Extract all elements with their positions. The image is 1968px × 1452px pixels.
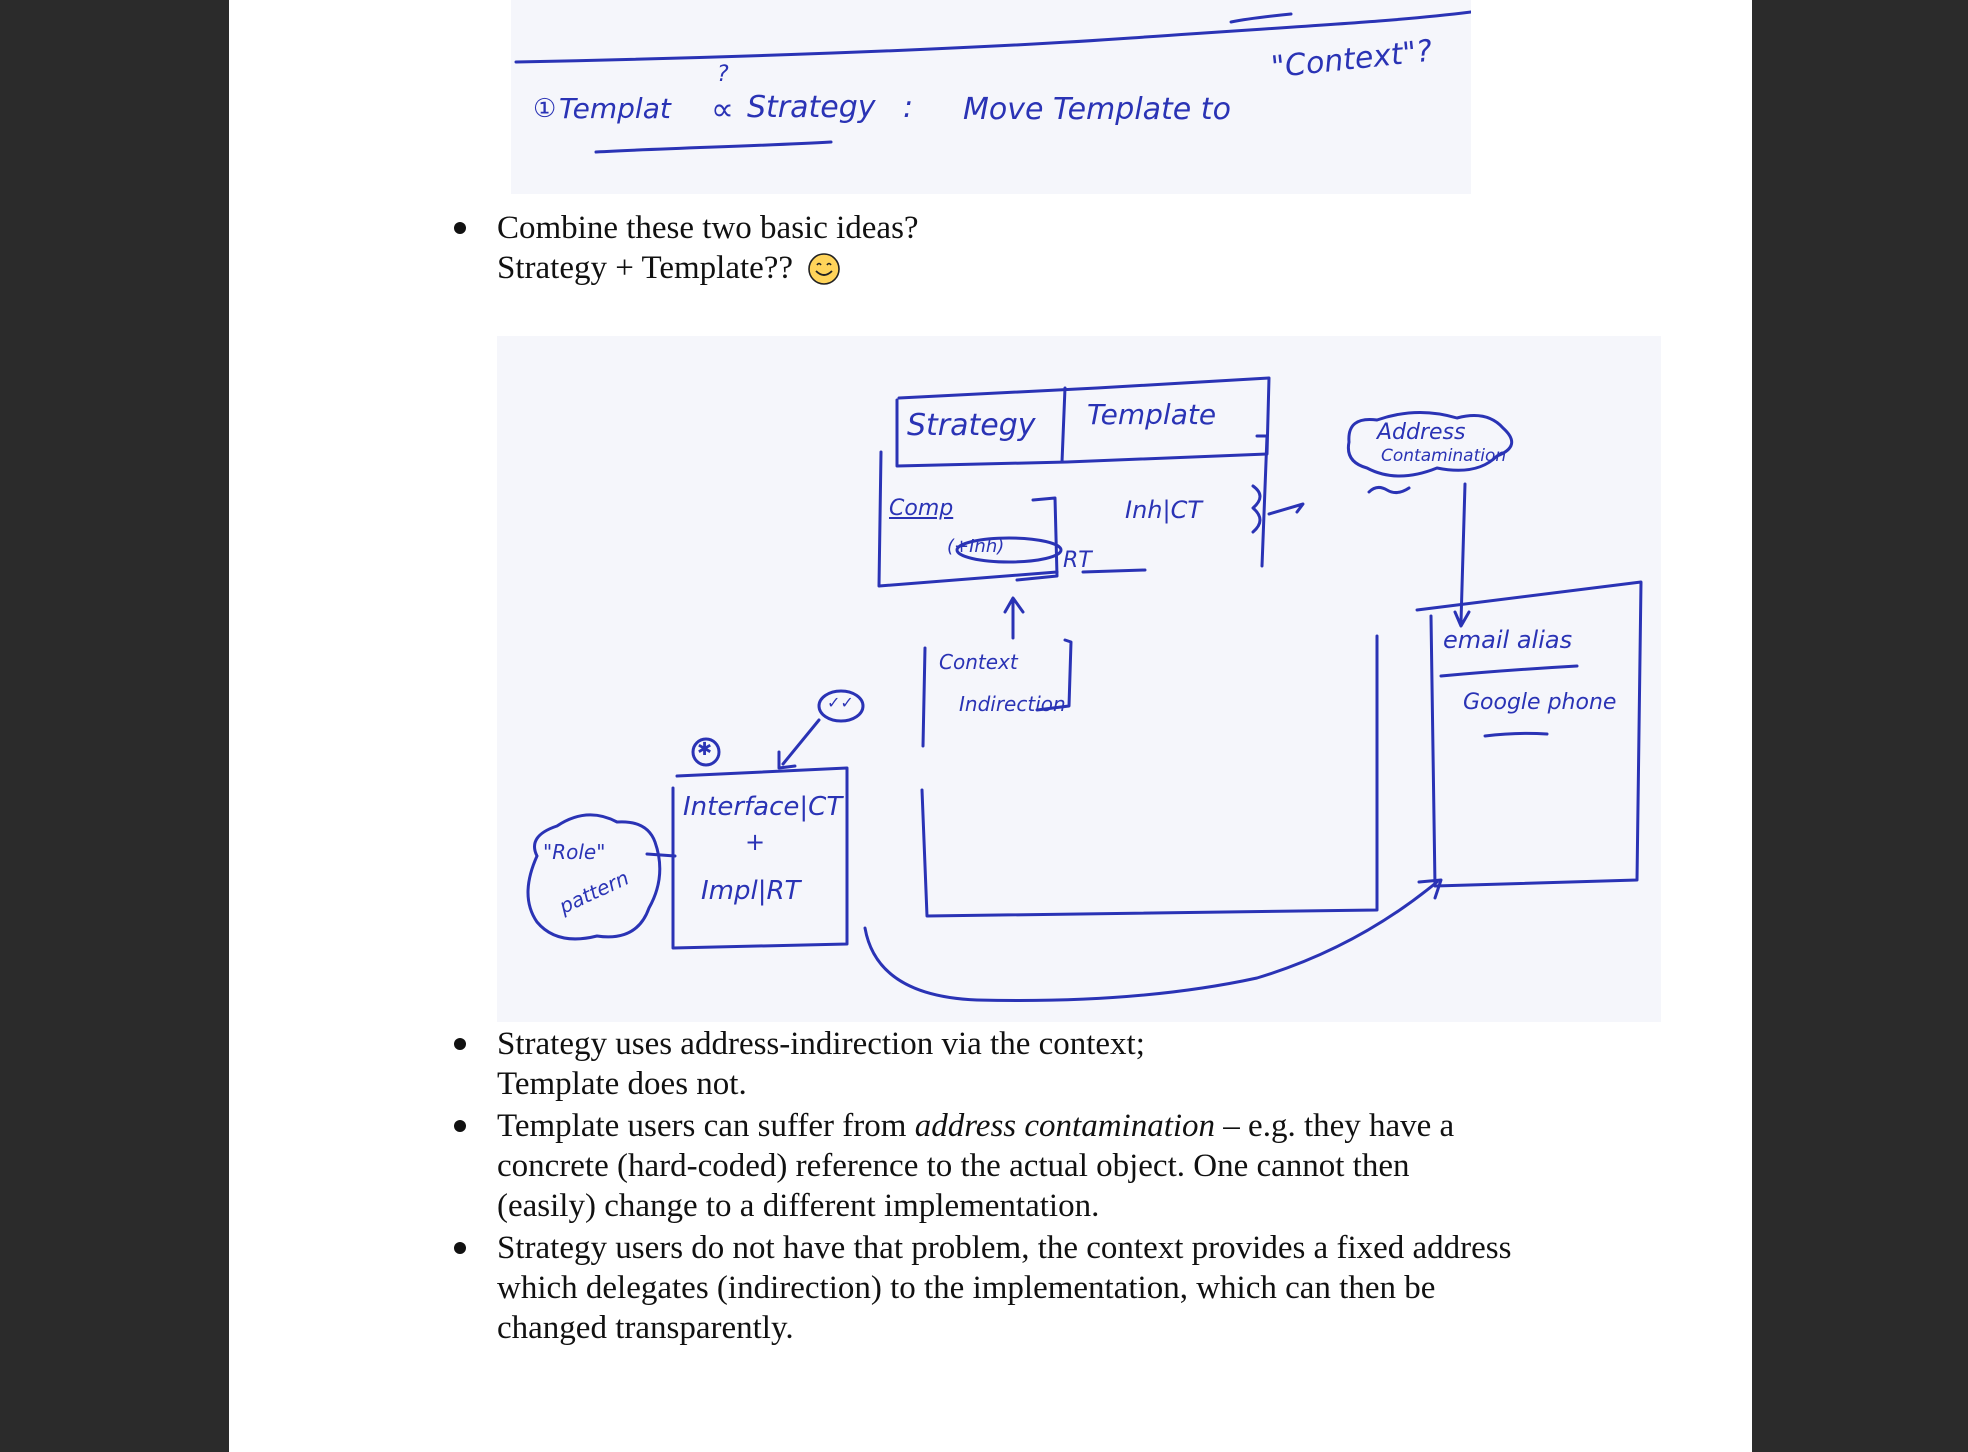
top-sketch-lines: [514, 10, 1471, 154]
plus-label: +: [745, 828, 766, 856]
bullet-1-line-1: Strategy uses address-indirection via th…: [497, 1026, 1145, 1062]
bullet-2-line-1: Template users can suffer from address c…: [497, 1106, 1647, 1146]
bullet-item-2: Template users can suffer from address c…: [454, 1106, 1647, 1226]
bullet-2-after: – e.g. they have a: [1215, 1108, 1455, 1144]
bullet-item: Combine these two basic ideas? Strategy …: [454, 208, 1397, 288]
relation-symbol: ∝: [711, 90, 734, 128]
address-contamination-term: address contamination: [914, 1108, 1216, 1144]
comp-label: Comp: [889, 496, 954, 521]
bullet-list-bottom: Strategy uses address-indirection via th…: [454, 1024, 1647, 1350]
bullet-2-before: Template users can suffer from: [497, 1108, 915, 1144]
checkmark-label: ✓✓: [827, 693, 854, 712]
bullet-1-line-2: Template does not.: [497, 1066, 747, 1102]
contamination-label: Contamination: [1381, 446, 1507, 466]
bullet-dot: [454, 222, 466, 234]
address-label: Address: [1377, 420, 1466, 445]
inh-label: (+Inh): [947, 536, 1005, 557]
rt-label: RT: [1063, 548, 1092, 573]
number-mark: ①: [533, 94, 557, 124]
google-phone-label: Google phone: [1463, 690, 1617, 715]
impl-label: Impl|RT: [701, 876, 801, 906]
smiley-face-icon: [808, 253, 840, 285]
colon: :: [903, 90, 914, 125]
bullet-line-2-text: Strategy + Template??: [497, 250, 794, 286]
bullet-dot: [454, 1038, 466, 1050]
bullet-list-top: Combine these two basic ideas? Strategy …: [454, 208, 1397, 288]
question-mark: ?: [717, 62, 729, 87]
inh-ct-label: Inh|CT: [1125, 496, 1203, 524]
bullet-3-line-1: Strategy users do not have that problem,…: [497, 1230, 1512, 1266]
bullet-item-1: Strategy uses address-indirection via th…: [454, 1024, 1647, 1104]
context-label: Context: [939, 650, 1018, 674]
top-sketch-image: ① Templat ? ∝ Strategy : Move Template t…: [511, 0, 1471, 194]
bullet-line-1: Combine these two basic ideas?: [497, 210, 919, 246]
bullet-3-line-3: changed transparently.: [497, 1310, 794, 1346]
bullet-dot: [454, 1120, 466, 1132]
interface-label: Interface|CT: [683, 792, 843, 822]
sketch-lines: [526, 376, 1643, 1003]
bullet-2-line-3: (easily) change to a different implement…: [497, 1188, 1100, 1224]
bullet-2-line-2: concrete (hard-coded) reference to the a…: [497, 1148, 1410, 1184]
strategy-template-sketch: Strategy Template Comp (+Inh) RT Inh|CT …: [497, 336, 1661, 1022]
bullet-3-line-2: which delegates (indirection) to the imp…: [497, 1270, 1436, 1306]
star-label: ✱: [697, 739, 713, 760]
bullet-line-2: Strategy + Template??: [497, 248, 1397, 288]
strategy-word: Strategy: [747, 90, 876, 125]
strategy-label: Strategy: [907, 408, 1036, 443]
indirection-label: Indirection: [959, 692, 1066, 716]
template-label: Template: [1087, 398, 1217, 431]
role-label: "Role": [543, 840, 606, 864]
document-page: ① Templat ? ∝ Strategy : Move Template t…: [229, 0, 1752, 1452]
template-word: Templat: [559, 92, 671, 125]
bullet-dot: [454, 1242, 466, 1254]
bullet-item-3: Strategy users do not have that problem,…: [454, 1228, 1647, 1348]
email-alias-label: email alias: [1443, 626, 1573, 654]
move-text: Move Template to: [963, 92, 1231, 127]
